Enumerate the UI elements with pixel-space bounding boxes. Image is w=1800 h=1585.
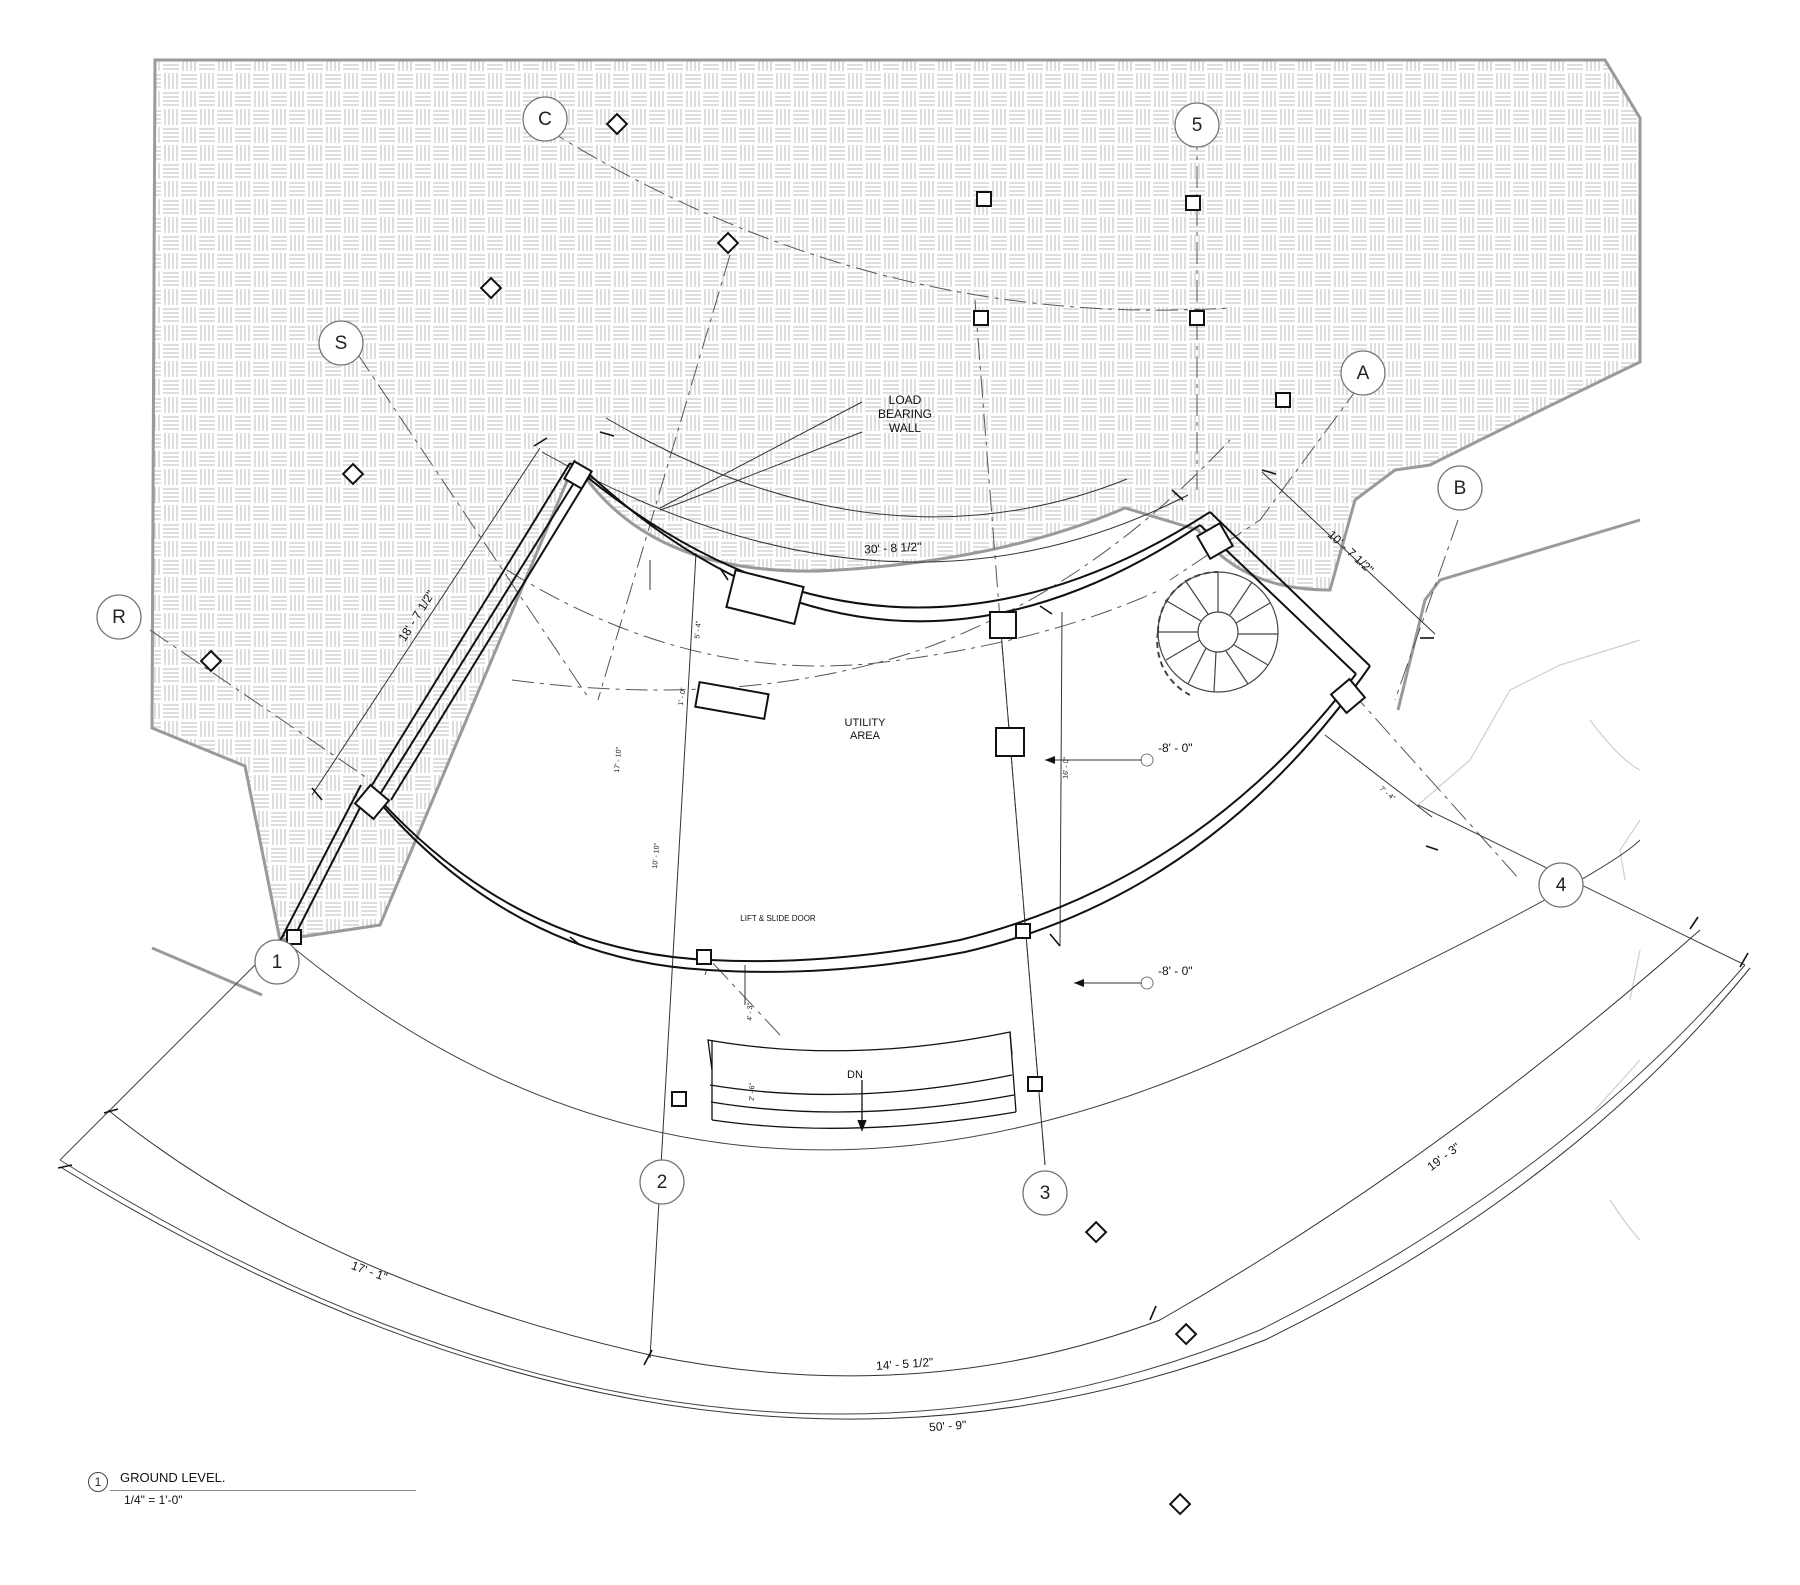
dim-inner-1-0: 1' - 0" (678, 687, 688, 706)
label-area: AREA (850, 730, 881, 742)
column (1329, 677, 1367, 715)
grid-bubble-4: 4 (1538, 862, 1584, 908)
column (1084, 1220, 1108, 1244)
site-contour-lines (1417, 639, 1641, 1241)
fixtures (694, 568, 805, 721)
column (696, 949, 712, 965)
label-bearing: BEARING (878, 407, 932, 421)
grid-bubble-a: A (1340, 350, 1386, 396)
bench-fixture (725, 568, 805, 626)
svg-text:4: 4 (1556, 875, 1567, 896)
paved-terrace-hatch (150, 58, 1642, 942)
columns (199, 112, 1367, 1516)
dim-top-arc: 30' - 8 1/2" (864, 540, 922, 557)
grid-bubble-2: 2 (639, 1159, 685, 1205)
column (976, 191, 992, 207)
level-marker-lower: -8' - 0" (1074, 964, 1193, 990)
level-label-lower: -8' - 0" (1158, 964, 1193, 978)
dim-arc-17-1: 17' - 1" (349, 1258, 389, 1284)
svg-text:B: B (1454, 478, 1467, 499)
column (671, 1091, 687, 1107)
column (286, 929, 302, 945)
column (1027, 1076, 1043, 1092)
svg-text:R: R (112, 607, 126, 628)
svg-text:A: A (1357, 363, 1370, 384)
column (353, 783, 391, 821)
svg-text:3: 3 (1040, 1183, 1051, 1204)
column (1015, 923, 1031, 939)
column (989, 611, 1017, 639)
svg-text:C: C (538, 109, 552, 130)
dim-inner-5-4: 5' - 4" (694, 620, 703, 639)
view-number-badge: 1 (88, 1472, 108, 1492)
grid-bubble-1: 1 (254, 939, 300, 985)
dim-arc-19-3: 19' - 3" (1425, 1140, 1463, 1174)
column (1275, 392, 1291, 408)
column (716, 231, 740, 255)
column (199, 649, 223, 673)
dimension-lines (61, 417, 1751, 1420)
svg-text:S: S (335, 333, 348, 354)
level-marker-upper: -8' - 0" (1045, 741, 1193, 767)
dim-inner-10-10: 10' - 10" (652, 842, 661, 869)
dim-inner-2-6: 2' - 6" (749, 1082, 757, 1101)
column (995, 727, 1025, 757)
grid-bubble-r: R (96, 594, 142, 640)
level-label-upper: -8' - 0" (1158, 741, 1193, 755)
column (1185, 195, 1201, 211)
column (1189, 310, 1205, 326)
grid-bubble-3: 3 (1022, 1170, 1068, 1216)
dim-inner-4-3: 4' - 3" (747, 1002, 755, 1021)
title-underline (110, 1490, 416, 1491)
column (562, 459, 594, 491)
label-load: LOAD (889, 393, 922, 407)
column (341, 462, 365, 486)
exterior-stair (707, 1031, 1017, 1132)
drawing-scale: 1/4" = 1'-0" (124, 1493, 183, 1507)
label-utility: UTILITY (845, 717, 887, 729)
column (1174, 1322, 1198, 1346)
grid-bubble-c: C (522, 96, 568, 142)
context-lines (151, 518, 1641, 997)
dim-inner-17-10: 17' - 10" (614, 746, 623, 773)
label-stair-down: DN (847, 1069, 863, 1081)
dimension-ticks (57, 431, 1749, 1366)
column (973, 310, 989, 326)
grid-bubble-s: S (318, 320, 364, 366)
counter-fixture (694, 680, 770, 721)
grid-bubble-b: B (1437, 465, 1483, 511)
column (1168, 1492, 1192, 1516)
dim-inner-16-0: 16' - 0" (1063, 756, 1071, 778)
dim-arc-14-5: 14' - 5 1/2" (876, 1355, 934, 1373)
load-bearing-leader (659, 401, 863, 509)
dim-arc-50-9: 50' - 9" (929, 1418, 967, 1435)
svg-text:5: 5 (1192, 115, 1203, 136)
label-wall: WALL (889, 421, 922, 435)
building-walls (279, 462, 1371, 973)
label-lift-slide-door: LIFT & SLIDE DOOR (740, 914, 816, 923)
svg-text:1: 1 (272, 952, 283, 973)
svg-text:2: 2 (657, 1172, 668, 1193)
column (605, 112, 629, 136)
drawing-title: GROUND LEVEL. (120, 1470, 226, 1485)
column (1195, 521, 1235, 561)
spiral-stair (1156, 571, 1279, 696)
grid-bubble-5: 5 (1174, 102, 1220, 148)
column (479, 276, 503, 300)
